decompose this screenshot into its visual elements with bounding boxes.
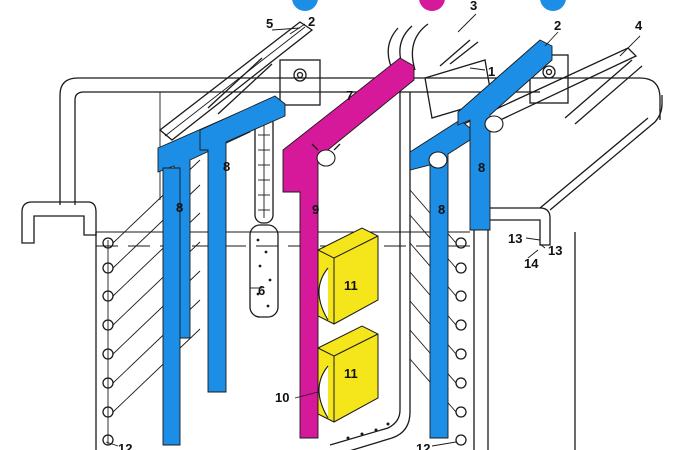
- anode-hanger-left-back: [199, 95, 286, 393]
- tank-body: [59, 77, 661, 450]
- label-3: 3: [470, 0, 477, 13]
- leader-10: [294, 391, 319, 399]
- rod-5-edge: [217, 63, 273, 115]
- rod-5: [207, 57, 263, 109]
- label-14: 14: [524, 256, 539, 271]
- anode-hanger-left-front: [157, 111, 251, 446]
- marker-right: [540, 0, 566, 11]
- leader-2a: [289, 23, 306, 35]
- wing-nut-right-back: [484, 115, 504, 133]
- workpiece-lower: [317, 325, 379, 423]
- anode-hanger-right-back: [457, 39, 553, 231]
- anode-hanger-right-front: [409, 119, 471, 439]
- label-8-left-front: 8: [176, 200, 183, 215]
- leader-13b: [539, 243, 546, 249]
- leader-1: [469, 67, 486, 71]
- leader-3: [457, 13, 477, 33]
- rod-4-edge: [574, 65, 643, 125]
- wing-nut-right: [428, 151, 448, 169]
- label-8-right-front: 8: [438, 202, 445, 217]
- label-10: 10: [275, 390, 289, 405]
- air-agitation-tube: [329, 90, 411, 450]
- leader-4: [619, 35, 641, 57]
- label-4: 4: [635, 18, 643, 33]
- rod-4: [564, 59, 633, 119]
- label-11-lower: 11: [344, 366, 358, 381]
- bracket-left: [279, 59, 321, 106]
- thermometer: [254, 114, 274, 224]
- label-12-right: 12: [416, 441, 430, 450]
- workpiece-upper: [317, 227, 379, 325]
- label-13-left: 13: [508, 231, 522, 246]
- leader-5: [271, 27, 301, 31]
- label-8-left-back: 8: [223, 159, 230, 174]
- label-8-right-back: 8: [478, 160, 485, 175]
- leader-2b: [544, 31, 559, 47]
- label-7: 7: [346, 88, 353, 103]
- filter-tube: [249, 224, 279, 318]
- label-5: 5: [266, 16, 273, 31]
- label-9: 9: [312, 202, 319, 217]
- leader-12b: [431, 441, 457, 447]
- marker-center: [419, 0, 445, 11]
- label-1: 1: [488, 64, 495, 79]
- leader-14: [527, 249, 539, 259]
- label-12-left: 12: [118, 441, 132, 450]
- anode-bus-bar-left: [158, 21, 314, 141]
- marker-left: [292, 0, 318, 11]
- label-2-right: 2: [554, 18, 561, 33]
- wing-nut-cathode: [311, 143, 341, 167]
- leader-13a: [525, 237, 541, 241]
- label-6: 6: [258, 283, 265, 298]
- label-13-right: 13: [548, 243, 562, 258]
- leader-12a: [105, 441, 119, 447]
- label-11-upper: 11: [344, 278, 358, 293]
- label-2-left: 2: [308, 14, 315, 29]
- left-tank-rim: [21, 201, 97, 244]
